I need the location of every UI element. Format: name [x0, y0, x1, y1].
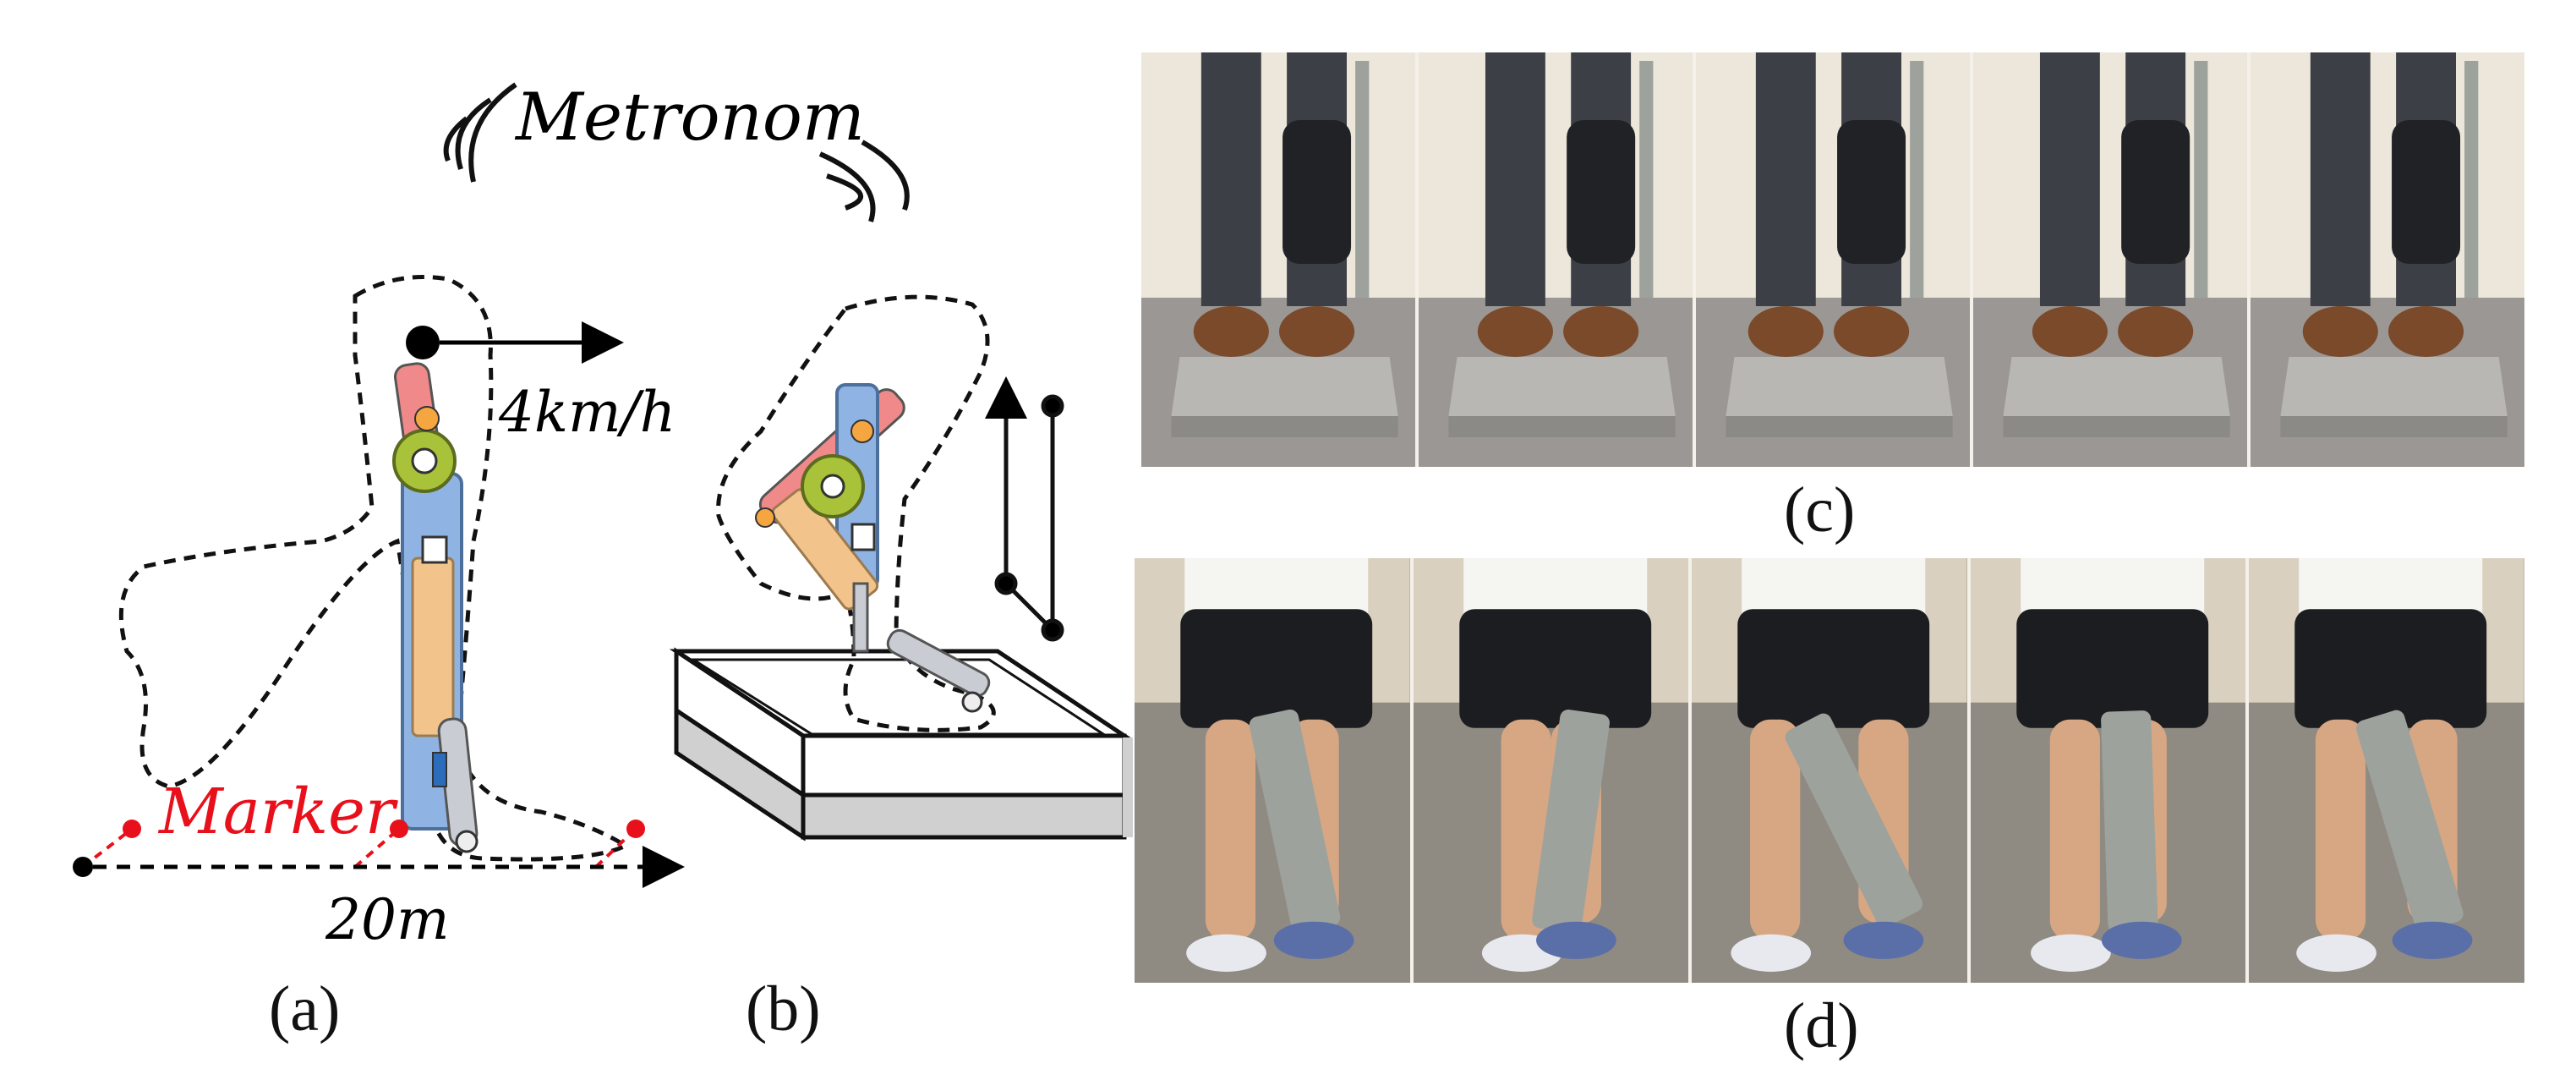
metronome-label: Metronom: [514, 79, 865, 156]
panel-label-a: (a): [269, 973, 341, 1044]
walking-leg-outline: [118, 275, 631, 862]
marker-label: Marker: [157, 776, 399, 848]
walking-frame-5: [2245, 558, 2524, 983]
distance-value: 20m: [325, 887, 450, 952]
ground-markers: [81, 820, 645, 869]
standing-frame-5: [2247, 52, 2524, 467]
photo-strip-c: [1141, 52, 2524, 467]
exoskeleton-squat-drawing: [755, 383, 991, 713]
walking-frame-4: [1966, 558, 2246, 983]
squat-leg-outline: [716, 294, 996, 732]
panel-label-d: (d): [1784, 990, 1859, 1061]
schematic-panels-a-b: Metronom 4km/h: [73, 79, 1133, 952]
exoskeleton-walking-drawing: [392, 362, 479, 853]
hip-point: [406, 326, 440, 359]
sound-waves-right-icon: [818, 140, 910, 222]
vertical-motion-indicator: [985, 376, 1064, 642]
walking-frame-1: [1135, 558, 1410, 983]
photo-strip-d: [1135, 558, 2524, 983]
sound-waves-left-icon: [443, 82, 517, 183]
standing-frame-3: [1693, 52, 1970, 467]
standing-frame-4: [1970, 52, 2247, 467]
speed-label: 4km/h: [498, 380, 675, 445]
walking-frame-2: [1409, 558, 1689, 983]
panel-label-c: (c): [1784, 474, 1856, 546]
plate-edge: [1123, 737, 1133, 837]
distance-label: 20m: [325, 887, 450, 952]
force-plate-drawing: [669, 647, 1132, 842]
panel-label-b: (b): [746, 973, 821, 1044]
walking-frame-3: [1688, 558, 1967, 983]
standing-frame-2: [1415, 52, 1693, 467]
start-point: [73, 857, 93, 877]
standing-frame-1: [1141, 52, 1415, 467]
